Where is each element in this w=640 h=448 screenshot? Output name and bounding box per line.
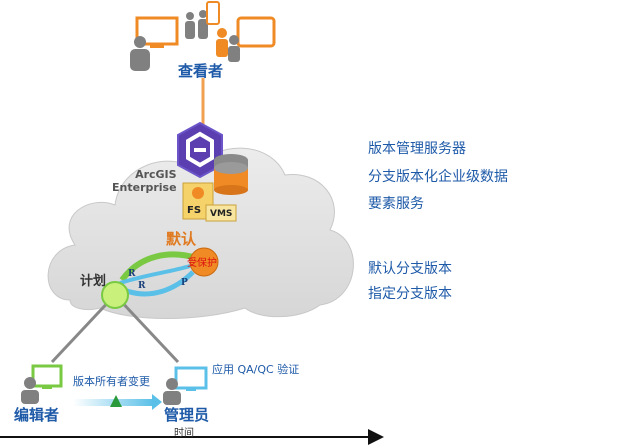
viewer-people-icon	[185, 1, 220, 39]
viewer-tablet-icon	[216, 16, 276, 62]
editor-label: 编辑者	[14, 406, 60, 424]
editor-icon	[21, 364, 63, 404]
viewer-desktop-icon	[130, 16, 179, 71]
plan-to-editor-line	[50, 295, 115, 364]
arcgis-line2: Enterprise	[112, 181, 177, 194]
time-label: 时间	[174, 428, 194, 439]
server-hexagon-icon	[177, 121, 223, 179]
reconcile-r-bottom: R	[138, 281, 146, 291]
plan-to-admin-line	[115, 295, 180, 364]
reconcile-r-top: R	[128, 269, 136, 279]
owner-change-arrow	[73, 394, 162, 410]
database-icon	[214, 154, 248, 195]
right-text-default-branch: 默认分支版本	[368, 261, 452, 277]
arcgis-line1: ArcGIS	[135, 168, 177, 181]
plan-label: 计划	[80, 274, 107, 289]
feature-service-icon	[182, 182, 237, 222]
qa-label: 应用 QA/QC 验证	[212, 363, 300, 376]
protected-label: 受保护	[187, 258, 217, 269]
admin-label: 管理员	[164, 406, 210, 424]
default-version-node	[189, 247, 219, 277]
right-text-feature-service: 要素服务	[368, 196, 424, 212]
owner-change-label: 版本所有者变更	[73, 375, 150, 388]
admin-icon	[163, 366, 208, 405]
fs-badge-label: FS	[187, 205, 202, 216]
post-p: P	[181, 278, 188, 288]
viewer-label: 查看者	[178, 62, 224, 80]
vms-badge-label: VMS	[210, 209, 233, 219]
right-text-named-branch: 指定分支版本	[368, 286, 452, 302]
plan-version-node	[101, 281, 129, 309]
arcgis-enterprise-label: ArcGIS Enterprise	[112, 168, 177, 194]
right-text-branch-data: 分支版本化企业级数据	[368, 169, 508, 185]
default-label: 默认	[166, 230, 197, 248]
right-text-version-server: 版本管理服务器	[368, 141, 466, 157]
reconcile-arrows	[119, 251, 197, 297]
